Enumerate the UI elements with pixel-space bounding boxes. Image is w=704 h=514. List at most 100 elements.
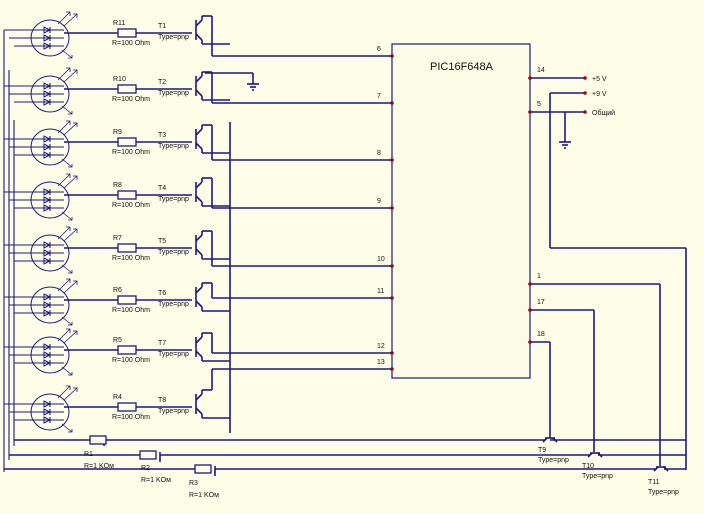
chip-pin-number: 13	[377, 359, 385, 366]
light-arrow-icon	[63, 228, 78, 242]
chip-pin-dot	[528, 282, 532, 286]
resistor-name: R9	[113, 129, 122, 136]
resistor-body	[117, 295, 137, 305]
transistor-collector	[195, 89, 203, 97]
bottom-resistor: R1R=1 KОм	[84, 435, 114, 470]
transistor-collector	[195, 248, 203, 256]
transistor-name: T4	[158, 185, 166, 192]
resistor-value: R=100 Ohm	[112, 202, 150, 209]
chip-pin-number: 1	[537, 273, 541, 280]
resistor-body	[117, 190, 137, 200]
transistor-type: Type=pnp	[158, 351, 189, 358]
light-arrow-icon	[63, 387, 78, 401]
resistor-name: R11	[113, 20, 125, 27]
transistor-type: Type=pnp	[158, 90, 189, 97]
transistor-emitter	[195, 336, 203, 344]
common-terminal	[583, 110, 587, 114]
resistor-body	[117, 84, 137, 94]
transistor-name: T6	[158, 290, 166, 297]
transistor-emitter	[195, 75, 203, 83]
resistor-body	[117, 243, 137, 253]
light-arrow-icon	[61, 211, 73, 221]
bottom-resistor: R3R=1 KОм	[189, 464, 219, 499]
transistor-type: Type=pnp	[158, 249, 189, 256]
resistor-body	[117, 28, 137, 38]
light-arrow-icon	[63, 280, 78, 294]
transistor-collector	[195, 407, 203, 415]
resistor-name: R3	[189, 480, 198, 487]
light-arrow-icon	[63, 122, 78, 136]
light-arrow-icon	[61, 316, 73, 326]
light-arrow-icon	[61, 423, 73, 433]
transistor-type: Type=pnp	[158, 196, 189, 203]
resistor-name: R2	[141, 465, 150, 472]
transistor-name: T5	[158, 238, 166, 245]
transistor-name: T2	[158, 79, 166, 86]
transistor-type: Type=pnp	[158, 408, 189, 415]
light-arrow-icon	[61, 105, 73, 115]
resistor-value: R=100 Ohm	[112, 414, 150, 421]
transistor-collector	[552, 437, 558, 443]
chip-name: PIC16F648A	[430, 61, 494, 73]
chip-pin-dot	[528, 76, 532, 80]
light-arrow-icon	[61, 158, 73, 168]
light-arrow-icon	[63, 330, 78, 344]
transistor-collector	[663, 466, 669, 472]
transistor-name: T9	[538, 447, 546, 454]
transistor-type: Type=pnp	[158, 143, 189, 150]
plus5-label: +5 V	[592, 76, 607, 83]
transistor-emitter	[195, 181, 203, 189]
chip-pin-number: 17	[537, 299, 545, 306]
light-arrow-icon	[57, 120, 71, 134]
plus5-terminal	[583, 76, 587, 80]
light-arrow-icon	[61, 49, 73, 59]
transistor-type: Type=pnp	[582, 473, 613, 480]
chip-pin-dot	[528, 110, 532, 114]
resistor-body	[117, 137, 137, 147]
transistor-collector	[195, 33, 203, 41]
resistor-value: R=1 KОм	[84, 463, 114, 470]
transistor-name: T10	[582, 463, 594, 470]
resistor-body	[139, 450, 157, 460]
light-arrow-icon	[57, 385, 71, 399]
resistor-name: R4	[113, 394, 122, 401]
bottom-resistor: R2R=1 KОм	[139, 450, 171, 484]
transistor-emitter	[542, 437, 548, 443]
transistor-type: Type=pnp	[648, 489, 679, 496]
chip-pin-number: 7	[377, 93, 381, 100]
light-arrow-icon	[61, 264, 73, 274]
circuit-wires	[3, 30, 687, 476]
chip-pin-number: 9	[377, 198, 381, 205]
light-arrow-icon	[57, 328, 71, 342]
resistor-value: R=100 Ohm	[112, 357, 150, 364]
resistor-name: R10	[113, 76, 126, 83]
light-arrow-icon	[63, 175, 78, 189]
resistor-name: R5	[113, 337, 122, 344]
transistor-emitter	[195, 286, 203, 294]
resistor-body	[117, 345, 137, 355]
transistor-emitter	[195, 393, 203, 401]
light-arrow-icon	[61, 366, 73, 376]
plus9-label: +9 V	[592, 91, 607, 98]
transistor-emitter	[195, 234, 203, 242]
chip-pin-number: 8	[377, 150, 381, 157]
resistor-value: R=1 KОм	[141, 477, 171, 484]
light-arrow-icon	[63, 69, 78, 83]
chip-pin-number: 10	[377, 256, 385, 263]
resistor-body	[89, 435, 107, 445]
light-arrow-icon	[57, 173, 71, 187]
chip-pin-number: 6	[377, 46, 381, 53]
